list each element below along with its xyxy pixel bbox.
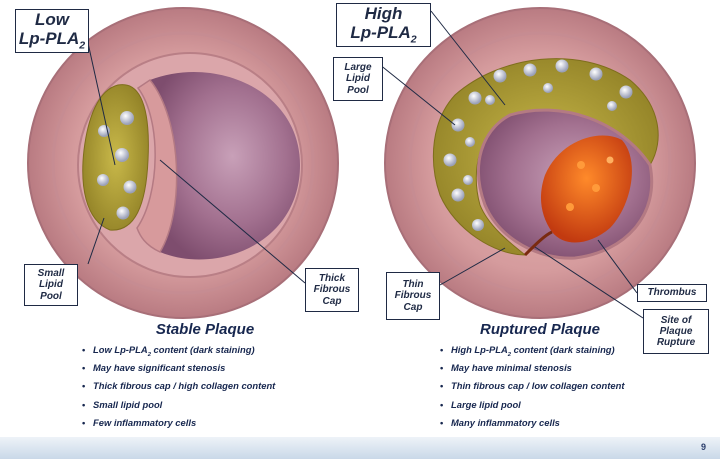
bullet-item: High Lp-PLA2 content (dark staining) [440,341,624,359]
rupture-site [523,230,553,257]
bullet-item: Thick fibrous cap / high collagen conten… [82,377,275,395]
leader-lines [87,10,644,319]
ruptured-plaque-vessel [384,7,696,319]
large-lipid-pool-callout: Large Lipid Pool [333,57,383,101]
stable-fibrous-cap [136,78,178,253]
bullet-item: Thin fibrous cap / low collagen content [440,377,624,395]
stable-lumen [150,71,300,260]
bullet-item: Few inflammatory cells [82,414,275,432]
site-of-plaque-rupture-callout: Site of Plaque Rupture [643,309,709,354]
bullet-item: Small lipid pool [82,396,275,414]
high-lp-pla2-callout: High Lp-PLA2 [336,3,431,47]
thick-fibrous-cap-callout: Thick Fibrous Cap [305,268,359,312]
low-lp-pla2-callout: Low Lp-PLA2 [15,9,89,53]
stable-plaque-bullets: Low Lp-PLA2 content (dark staining) May … [82,341,275,432]
stable-plaque-vessel [27,7,339,319]
page-number: 9 [700,442,706,452]
bullet-item: May have minimal stenosis [440,359,624,377]
bullet-item: Low Lp-PLA2 content (dark staining) [82,341,275,359]
thin-fibrous-cap-callout: Thin Fibrous Cap [386,272,440,320]
small-lipid-pool-callout: Small Lipid Pool [24,264,78,306]
footer-bar [0,437,720,459]
bullet-item: Large lipid pool [440,396,624,414]
stable-plaque-title: Stable Plaque [155,321,255,338]
bullet-item: Many inflammatory cells [440,414,624,432]
ruptured-plaque-title: Ruptured Plaque [479,321,600,338]
bullet-item: May have significant stenosis [82,359,275,377]
thrombus-callout: Thrombus [637,284,707,302]
ruptured-plaque-bullets: High Lp-PLA2 content (dark staining) May… [440,341,624,432]
